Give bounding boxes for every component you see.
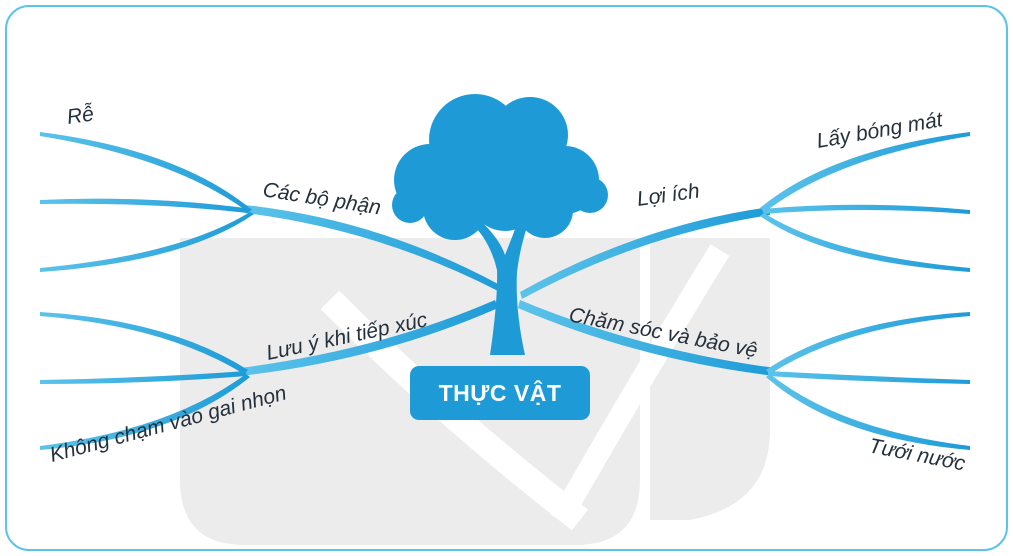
branch-parts	[40, 132, 500, 292]
tree-crown	[392, 94, 608, 240]
label-benefits: Lợi ích	[635, 179, 700, 211]
label-roots: Rễ	[65, 102, 95, 129]
center-label: THỰC VẬT	[439, 379, 562, 406]
center-node: THỰC VẬT	[410, 366, 590, 420]
tree-trunk	[470, 210, 532, 355]
branch-benefits	[520, 132, 970, 299]
branch-care	[518, 300, 970, 450]
branch-caution	[40, 300, 498, 450]
label-shade: Lấy bóng mát	[815, 108, 945, 153]
